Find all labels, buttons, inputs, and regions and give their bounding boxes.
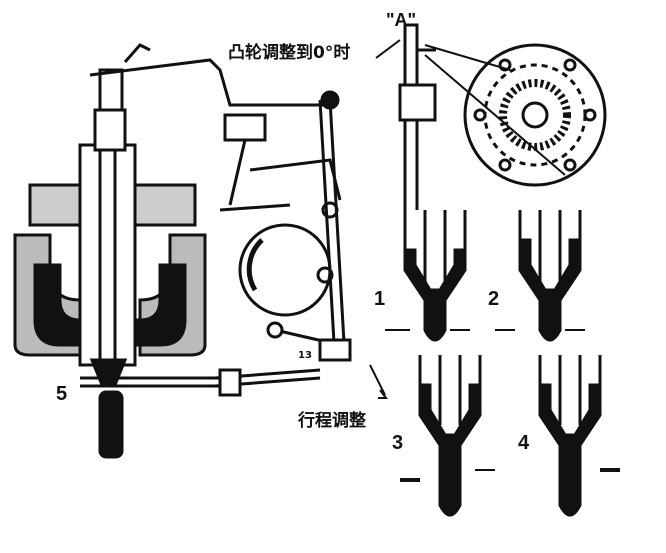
nozzle-stage-4 [538,355,602,517]
nozzle-stage-3 [418,355,482,517]
nozzle-stage-2 [518,210,582,342]
item-5-label: 5 [56,383,68,405]
stroke-adjust-label: 行程调整 [298,411,366,431]
linkage-mechanism [214,90,388,399]
point-a-label: "A" [386,10,417,30]
nozzle-stage-1 [403,210,467,342]
stage-2-label: 2 [488,288,500,310]
cam-adjust-label: 凸轮调整到0°时 [228,43,351,63]
stage-3-label: 3 [392,432,404,454]
feeder-machine [13,43,330,459]
stage-1-label: 1 [374,288,386,310]
stage-4-label: 4 [518,432,530,454]
cam-disc [375,23,607,217]
part-13-label: 13 [298,350,312,361]
